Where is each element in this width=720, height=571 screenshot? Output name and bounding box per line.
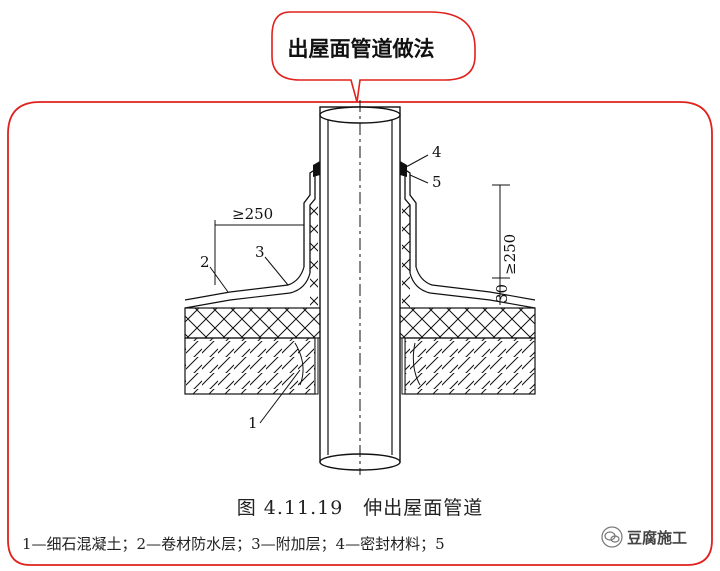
concrete-crack-left [294,342,304,386]
insulation-layer-left [184,307,333,339]
membrane-left-bottom [184,272,311,309]
cone-fill-left [310,205,318,308]
leader-4 [405,154,429,168]
insulation-layer-right [387,307,536,339]
leader-1 [259,369,301,424]
figure-caption: 图 4.11.19 伸出屋面管道 [236,497,484,519]
concrete-fill-right [401,337,406,395]
membrane-right-bottom [409,272,536,309]
upturn-right-outer [403,168,417,267]
leader-2 [209,266,229,293]
concrete-crack-right [412,342,421,386]
dim-30-label: 30 [493,284,511,303]
dim-vertical-label: ≥250 [501,234,519,275]
concrete-fill-left [314,337,319,395]
wechat-icon [601,526,623,548]
label-4: 4 [432,143,442,161]
label-5: 5 [432,173,442,191]
diagram-frame [7,101,713,566]
sealant-right [400,161,407,177]
label-2: 2 [200,253,210,271]
figure-legend: 1—细石混凝土；2—卷材防水层；3—附加层；4—密封材料；5 [22,535,445,553]
slab-right [404,337,536,395]
title-bubble [271,11,476,103]
sealant-left [313,161,320,177]
label-3: 3 [255,243,265,261]
cone-fill-right [402,205,410,308]
page-title: 出屋面管道做法 [287,37,435,61]
slab-left [184,337,316,395]
watermark: 豆腐施工 [597,524,692,550]
leader-5 [409,174,429,184]
upturn-left-outer [303,168,317,267]
pipe-roof-diagram: ≥250 ≥250 30 2 3 1 4 5 [184,100,536,475]
dim-horizontal-label: ≥250 [232,205,273,223]
leader-3 [264,256,289,286]
label-1: 1 [248,414,258,432]
watermark-text: 豆腐施工 [627,528,688,547]
membrane-right-top [415,266,536,301]
